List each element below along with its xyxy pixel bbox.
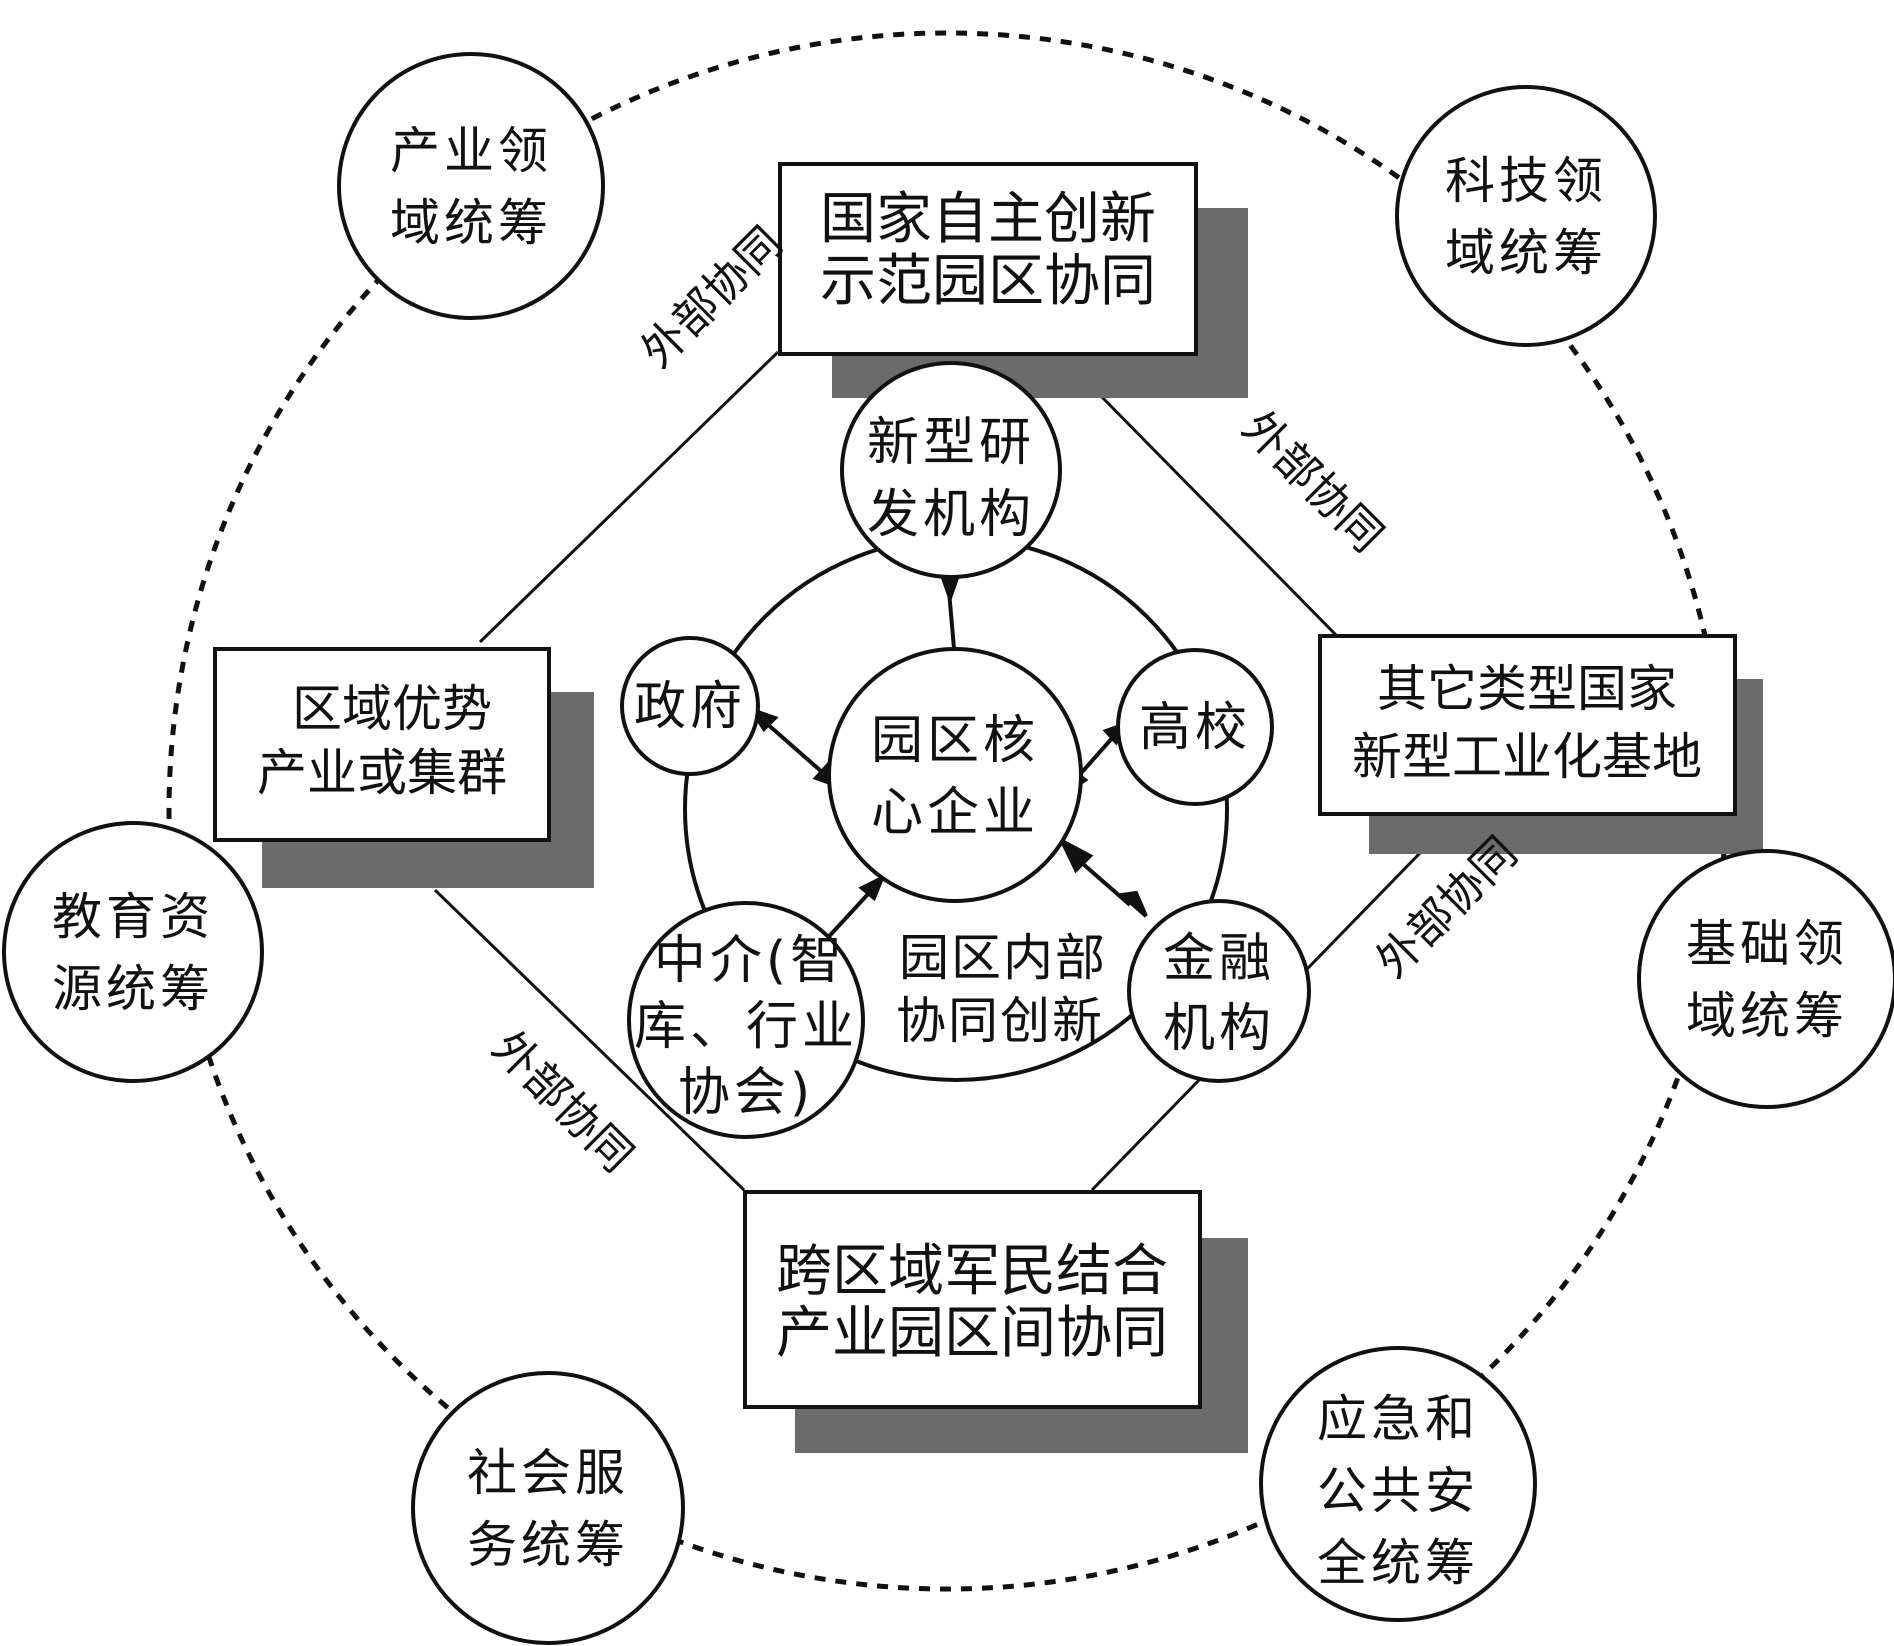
external-label-top-right: 外部协同 xyxy=(1232,402,1393,563)
civil-military-label-1: 跨区域军民结合 xyxy=(776,1239,1168,1304)
emergency-label-3: 全统筹 xyxy=(1317,1534,1479,1592)
finance-label-2: 机构 xyxy=(1163,999,1275,1059)
other-bases-label-1: 其它类型国家 xyxy=(1377,660,1677,718)
inner-collab-label-2: 协同创新 xyxy=(896,992,1104,1050)
box-other-bases xyxy=(1318,634,1763,854)
other-bases-label-2: 新型工业化基地 xyxy=(1352,728,1702,786)
core-enterprise-label-2: 心企业 xyxy=(871,783,1039,843)
industry-label-1: 产业领 xyxy=(390,122,552,180)
emergency-node xyxy=(1259,1346,1537,1622)
education-label-1: 教育资 xyxy=(52,888,214,946)
education-node xyxy=(2,821,264,1083)
infrastructure-label-2: 域统筹 xyxy=(1686,987,1848,1045)
civil-military-label-2: 产业园区间协同 xyxy=(776,1301,1168,1366)
external-label-bottom-left: 外部协同 xyxy=(482,1022,643,1183)
regional-industry-label-2: 产业或集群 xyxy=(257,744,507,802)
intermediary-node xyxy=(627,901,865,1139)
finance-label-1: 金融 xyxy=(1163,929,1275,989)
social-service-label-1: 社会服 xyxy=(467,1444,629,1502)
education-label-2: 源统筹 xyxy=(52,960,214,1018)
national-zone-label-1: 国家自主创新 xyxy=(820,187,1156,252)
intermediary-label-1: 中介(智 xyxy=(654,931,846,991)
core-enterprise-node xyxy=(827,647,1083,903)
emergency-label-1: 应急和 xyxy=(1317,1390,1479,1448)
rd-institute-label-2: 发机构 xyxy=(867,485,1035,545)
box-civil-military xyxy=(743,1190,1248,1453)
regional-industry-label-1: 区域优势 xyxy=(292,680,492,738)
government-label: 政府 xyxy=(634,677,746,737)
core-enterprise-label-1: 园区核 xyxy=(871,711,1039,771)
finance-node xyxy=(1127,899,1311,1083)
national-zone-label-2: 示范园区协同 xyxy=(820,249,1156,314)
social-service-label-2: 务统筹 xyxy=(467,1516,629,1574)
inner-collab-label-1: 园区内部 xyxy=(899,929,1107,987)
intermediary-label-3: 协会) xyxy=(678,1063,814,1123)
box-regional-industry xyxy=(213,647,594,888)
sci-tech-label-1: 科技领 xyxy=(1445,152,1607,210)
rd-institute-node xyxy=(840,361,1062,579)
government-node xyxy=(620,636,760,776)
university-label: 高校 xyxy=(1139,698,1251,758)
infrastructure-node xyxy=(1637,849,1894,1109)
emergency-label-2: 公共安 xyxy=(1317,1462,1479,1520)
sci-tech-label-2: 域统筹 xyxy=(1445,224,1607,282)
sci-tech-node xyxy=(1395,85,1657,347)
industry-label-2: 域统筹 xyxy=(390,194,552,252)
university-node xyxy=(1116,648,1274,806)
rd-institute-label-1: 新型研 xyxy=(867,413,1035,473)
infrastructure-label-1: 基础领 xyxy=(1686,915,1848,973)
external-label-top-left: 外部协同 xyxy=(632,217,793,378)
intermediary-label-2: 库、行业 xyxy=(634,997,858,1057)
social-service-node xyxy=(411,1371,685,1645)
box-national-zone xyxy=(778,162,1248,398)
industry-node xyxy=(337,52,605,320)
